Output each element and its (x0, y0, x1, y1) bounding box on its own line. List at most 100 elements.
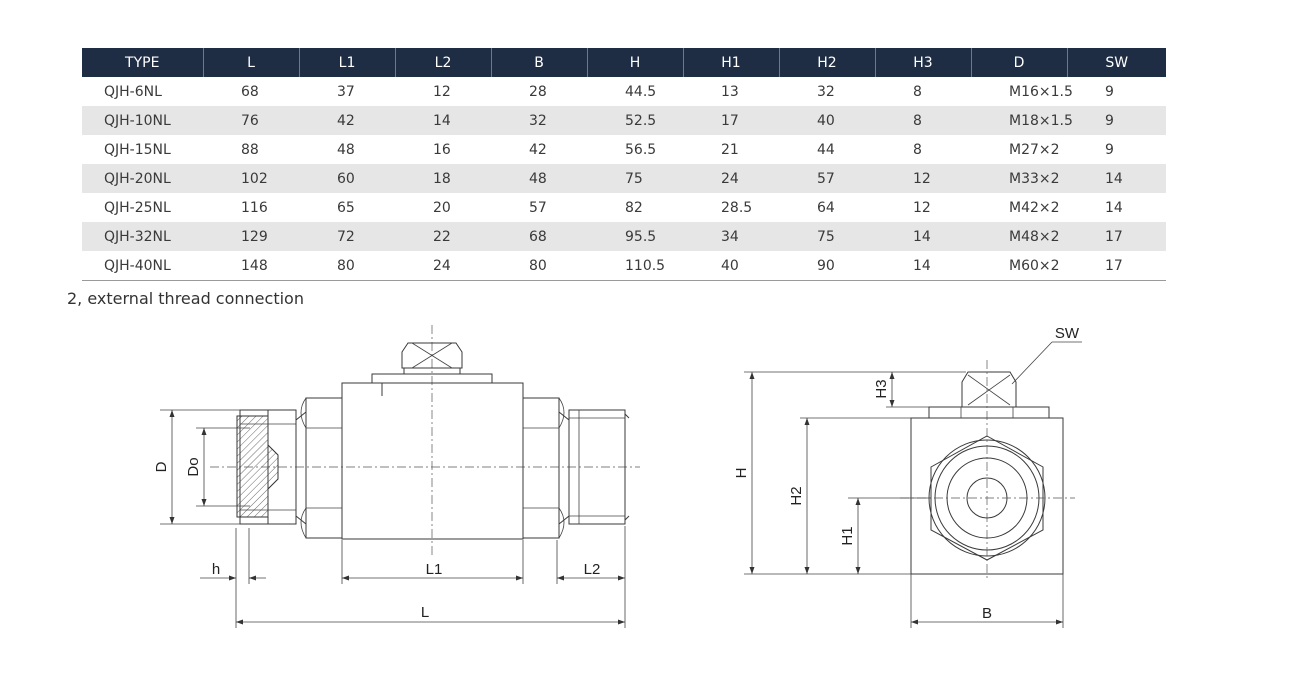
cell-h: 52.5 (587, 106, 683, 135)
cell-d: M60×2 (971, 251, 1067, 281)
label-h1: H1 (839, 526, 856, 545)
label-h-total: H (733, 468, 750, 479)
right-thread-end (568, 409, 630, 525)
cell-b: 80 (491, 251, 587, 281)
cell-l2: 20 (433, 199, 451, 216)
cell-h1: 17 (683, 106, 779, 135)
cell-l: 76 (203, 106, 299, 135)
table-header-row: TYPE L L1 L2 B H H1 H2 H3 D SW (82, 48, 1166, 77)
cell-h2: 57 (779, 164, 875, 193)
dim-do: Do (185, 427, 250, 507)
cell-h1: 28.5 (721, 199, 753, 216)
cell-sw: 9 (1105, 141, 1114, 158)
dim-h2: H2 (788, 417, 911, 574)
table-row: QJH-40NL 148 80 24 80 110.5 40 90 14 M60… (82, 251, 1166, 281)
left-hex-body (295, 397, 343, 539)
cell-h3: 8 (913, 83, 922, 100)
cell-b: 48 (491, 164, 587, 193)
cell-l1: 80 (299, 251, 395, 281)
cell-h: 44.5 (625, 83, 657, 100)
table-row: QJH-6NL 68 37 12 28 44.5 13 32 8 M16×1.5… (82, 77, 1166, 106)
cell-sw: 14 (1105, 199, 1123, 216)
right-hex-body (522, 397, 570, 539)
cell-b: 42 (529, 141, 547, 158)
label-l2: L2 (584, 561, 601, 578)
cell-type: QJH-10NL (82, 106, 203, 135)
header-sw: SW (1067, 48, 1166, 77)
label-do: Do (185, 457, 202, 476)
cell-l2: 18 (395, 164, 491, 193)
cell-l1: 60 (299, 164, 395, 193)
cell-h2: 44 (817, 141, 835, 158)
valve-body (341, 382, 524, 540)
cell-h1: 34 (683, 222, 779, 251)
cell-h2: 75 (779, 222, 875, 251)
cell-l: 88 (241, 141, 259, 158)
cell-h: 82 (625, 199, 643, 216)
table-row: QJH-15NL 88 48 16 42 56.5 21 44 8 M27×2 … (82, 135, 1166, 164)
cell-h: 95.5 (587, 222, 683, 251)
section-note: 2, external thread connection (67, 289, 304, 308)
cell-type: QJH-32NL (82, 222, 203, 251)
table-row: QJH-25NL 116 65 20 57 82 28.5 64 12 M42×… (82, 193, 1166, 222)
dim-sw: SW (1011, 325, 1082, 385)
dim-h1: H1 (839, 497, 931, 574)
left-nut (236, 409, 297, 525)
label-b: B (982, 605, 992, 622)
dim-l: L (235, 590, 625, 628)
cell-h3: 12 (875, 164, 971, 193)
label-d: D (153, 461, 170, 472)
cell-h3: 8 (875, 106, 971, 135)
cell-l1: 42 (299, 106, 395, 135)
cell-h2: 64 (817, 199, 835, 216)
cell-l: 102 (203, 164, 299, 193)
cell-type: QJH-15NL (104, 141, 171, 158)
cell-h3: 14 (875, 222, 971, 251)
label-l: L (421, 604, 429, 621)
label-sw: SW (1055, 325, 1080, 342)
cell-d: M18×1.5 (971, 106, 1073, 135)
cell-h3: 8 (913, 141, 922, 158)
cell-h: 56.5 (625, 141, 657, 158)
cell-l1: 72 (299, 222, 395, 251)
cell-l2: 24 (395, 251, 491, 281)
header-h2: H2 (779, 48, 876, 77)
cell-b: 57 (529, 199, 547, 216)
cell-l2: 22 (395, 222, 491, 251)
dim-l1: L1 (341, 540, 524, 584)
cell-h1: 13 (721, 83, 739, 100)
cell-d: M33×2 (971, 164, 1067, 193)
label-l1: L1 (426, 561, 443, 578)
header-h1: H1 (683, 48, 780, 77)
header-b: B (491, 48, 588, 77)
dim-h: H (733, 371, 966, 575)
cell-h3: 14 (875, 251, 971, 281)
side-view: D Do h L1 L2 (153, 325, 640, 628)
header-l2: L2 (395, 48, 492, 77)
cell-h2: 32 (817, 83, 835, 100)
front-view: SW H H3 H2 H1 (733, 325, 1082, 628)
table-row: QJH-20NL 102 60 18 48 75 24 57 12 M33×2 … (82, 164, 1166, 193)
cell-l2: 12 (433, 83, 451, 100)
stem-assembly (371, 342, 493, 396)
table-row: QJH-32NL 129 72 22 68 95.5 34 75 14 M48×… (82, 222, 1166, 251)
cell-h1: 24 (683, 164, 779, 193)
dim-l2: L2 (556, 526, 626, 628)
header-d: D (971, 48, 1068, 77)
cell-d: M42×2 (1009, 199, 1060, 216)
cell-b: 28 (529, 83, 547, 100)
label-h2: H2 (788, 486, 805, 505)
cell-sw: 14 (1067, 164, 1166, 193)
dim-h-small: h (200, 528, 266, 590)
label-h3: H3 (873, 379, 890, 398)
cell-sw: 17 (1067, 251, 1166, 281)
cell-l1: 65 (337, 199, 355, 216)
cell-d: M16×1.5 (1009, 83, 1073, 100)
dim-b: B (910, 574, 1064, 628)
cell-h2: 90 (779, 251, 875, 281)
header-type: TYPE (82, 48, 204, 77)
cell-l: 129 (203, 222, 299, 251)
cell-b: 32 (491, 106, 587, 135)
dim-h3: H3 (873, 372, 929, 408)
cell-l: 148 (203, 251, 299, 281)
